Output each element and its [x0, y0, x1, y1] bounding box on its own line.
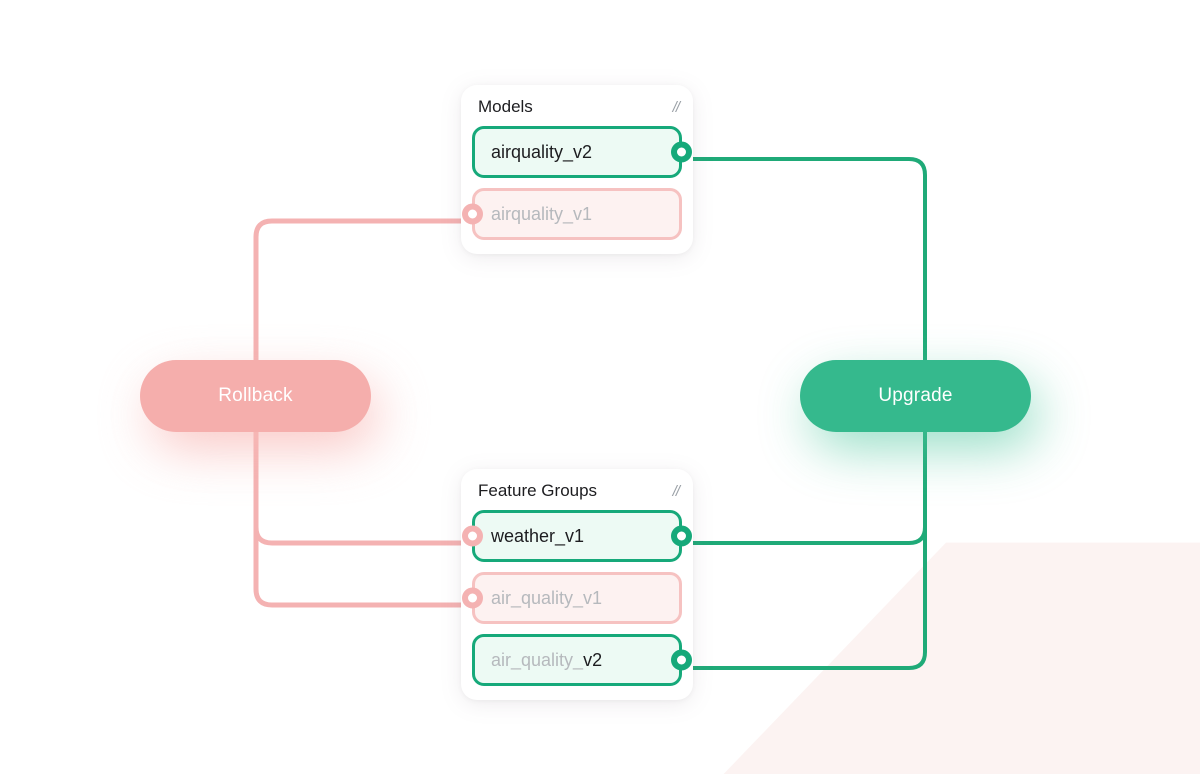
panel-feature-groups-header: Feature Groups //	[472, 481, 682, 501]
node-airquality-v1-label: airquality_v1	[491, 203, 593, 224]
node-weather-v1-label: weather_v1	[491, 525, 585, 546]
port-in-air-quality-v1[interactable]	[462, 587, 483, 609]
node-airquality-v2[interactable]: airquality_v2	[472, 126, 692, 178]
node-air-quality-v1[interactable]: air_quality_v1	[462, 572, 682, 624]
link-rollback-to-weather-v1	[253, 429, 473, 546]
node-weather-v1[interactable]: weather_v1	[462, 510, 692, 562]
port-out-weather-v1[interactable]	[671, 525, 692, 547]
node-airquality-v2-label: airquality_v2	[491, 141, 593, 162]
node-airquality-v1[interactable]: airquality_v1	[462, 188, 682, 240]
node-air-quality-v2[interactable]: air_quality_v2	[472, 634, 692, 686]
port-out-air-quality-v2[interactable]	[671, 649, 692, 671]
panel-feature-groups: Feature Groups // weather_v1 air_quality…	[461, 469, 693, 700]
node-air-quality-v2-label: air_quality_v2	[491, 650, 602, 671]
rollback-button[interactable]: Rollback	[140, 360, 371, 432]
node-air-quality-v2-prefix: air_quality_	[491, 649, 584, 670]
node-air-quality-v2-tail: v2	[583, 649, 603, 670]
link-airquality-v2-to-upgrade	[691, 157, 927, 362]
slashes-icon[interactable]: //	[672, 482, 680, 500]
panel-models-header: Models //	[472, 97, 682, 117]
link-rollback-to-air-quality-v1	[253, 429, 473, 608]
panel-feature-groups-title: Feature Groups	[478, 481, 598, 500]
port-in-airquality-v1[interactable]	[462, 203, 483, 225]
slashes-icon[interactable]: //	[672, 98, 680, 116]
panel-models-title: Models	[478, 97, 533, 116]
port-out-airquality-v2[interactable]	[671, 141, 692, 163]
port-in-weather-v1[interactable]	[462, 525, 483, 547]
link-air-quality-v2-to-upgrade	[691, 430, 927, 670]
link-rollback-to-airquality-v1	[253, 218, 473, 363]
panel-models: Models // airquality_v2 airquality_v1	[461, 85, 693, 254]
upgrade-button[interactable]: Upgrade	[800, 360, 1031, 432]
node-air-quality-v1-label: air_quality_v1	[491, 587, 603, 608]
upgrade-label: Upgrade	[878, 385, 953, 406]
link-weather-v1-to-upgrade	[691, 430, 927, 545]
rollback-label: Rollback	[218, 385, 293, 406]
